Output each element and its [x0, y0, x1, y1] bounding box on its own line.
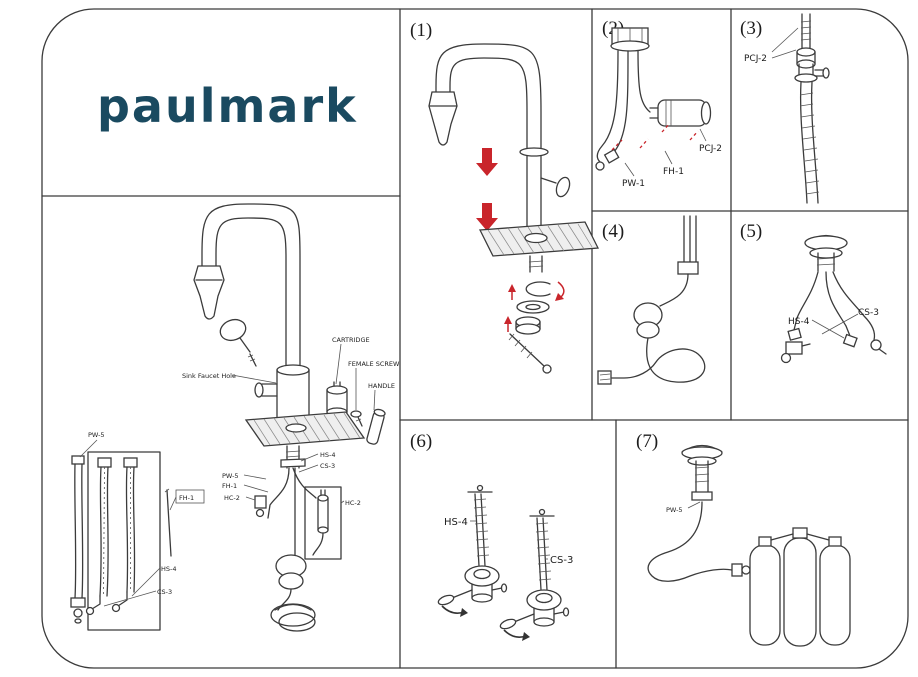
label-pcj2: PCJ-2: [744, 54, 767, 64]
panel-5-faucet-base: [804, 234, 848, 272]
panel-1-arrows: [476, 148, 498, 231]
label-cs3-mid: CS-3: [320, 462, 335, 470]
panel-7-hose: [647, 501, 751, 582]
label-fh1-mid: FH-1: [222, 482, 237, 490]
rotate-arrow-icon: [522, 632, 530, 641]
label-handle: HANDLE: [368, 382, 395, 390]
panel-6-valve-cs3: [499, 508, 570, 641]
label-sink-faucet-hole: Sink Faucet Hole: [182, 372, 236, 380]
panel-2-callouts: PW-1 FH-1 PCJ-2: [611, 122, 722, 189]
frame: [41, 8, 909, 669]
valve-lever: [437, 594, 455, 606]
hose-coil: [270, 603, 316, 632]
metal-washer: [516, 300, 550, 314]
panel-3-valve: [794, 13, 830, 204]
panel-5-number: (5): [740, 221, 762, 242]
panel-7-filter-unit: [749, 527, 851, 647]
filter-cylinder: [749, 544, 781, 646]
panel-7-faucet-base: [681, 444, 723, 501]
panel-3: (3): [740, 13, 830, 204]
label-pw5-mid: PW-5: [222, 472, 239, 480]
supply-hose-box: [70, 451, 172, 631]
pcj2-cartridge: [657, 99, 707, 127]
label-pcj2: PCJ-2: [699, 144, 722, 154]
label-hs4: HS-4: [788, 317, 810, 327]
wall-flange: [464, 565, 500, 587]
panel-2: (2) PW-1 FH-: [595, 18, 722, 189]
label-cs3: CS-3: [550, 555, 573, 566]
panel-1-number: (1): [410, 20, 432, 41]
label-cartridge: CARTRIDGE: [332, 336, 370, 344]
counter-slab: [244, 411, 366, 447]
panel-1-mounting-parts: [504, 281, 565, 374]
label-fh1-rod: FH-1: [179, 494, 194, 502]
panel-7: (7) PW-5: [636, 431, 851, 647]
down-arrow-icon: [476, 203, 498, 231]
panel-1-faucet: [428, 43, 571, 229]
slab-hatch: [253, 412, 361, 446]
up-arrow-icon: [504, 316, 512, 324]
filter-cylinder: [783, 537, 817, 647]
label-female-screw: FEMALE SCREW: [348, 360, 400, 368]
panel-4-number: (4): [602, 221, 624, 242]
filter-cylinder: [819, 544, 851, 646]
sink-hole: [285, 423, 307, 433]
label-hs4-mid: HS-4: [320, 451, 336, 459]
panel-5: (5) HS-4 CS-3: [740, 221, 887, 364]
wall-flange: [526, 589, 562, 611]
handle-part: [366, 408, 386, 445]
panel-3-number: (3): [740, 18, 762, 39]
handle-exploded: [219, 318, 257, 367]
panel-4: (4): [597, 215, 706, 385]
label-hc2-right: HC-2: [345, 499, 361, 507]
fh1-rod: [166, 489, 172, 557]
spray-head: [193, 265, 225, 320]
label-pw1: PW-1: [622, 179, 645, 189]
panel-5-callouts: HS-4 CS-3: [788, 308, 879, 339]
label-hs4: HS-4: [444, 517, 468, 528]
panel-7-callouts: PW-5: [666, 501, 701, 514]
panel-7-number: (7): [636, 431, 658, 452]
up-arrow-icon: [508, 284, 516, 292]
panel-6-callouts: HS-4 CS-3: [444, 517, 573, 566]
hc2-right-part: [304, 486, 342, 560]
label-pw5: PW-5: [666, 506, 683, 514]
sink-hole: [524, 232, 548, 244]
label-cs3: CS-3: [858, 308, 879, 318]
panel-1: (1): [410, 20, 600, 374]
mounting-bolt: [509, 333, 545, 367]
panel-5-hoses: [780, 271, 887, 364]
panel-3-callouts: PCJ-2: [744, 27, 799, 64]
panel-2-hoses: [595, 27, 712, 171]
brand-logo: paulmark: [97, 79, 358, 133]
hc2-left-part: [254, 495, 267, 518]
panel-6: (6): [410, 431, 573, 641]
label-hs4-hose: HS-4: [161, 565, 177, 573]
panel-6-number: (6): [410, 431, 432, 452]
rotate-arrow-icon: [460, 608, 468, 617]
under-counter: [254, 445, 342, 632]
panel-6-valve-hs4: [437, 484, 508, 617]
spray-head: [428, 91, 458, 146]
main-diagram-labels: Sink Faucet Hole CARTRIDGE FEMALE SCREW …: [79, 336, 400, 607]
rotate-arrow-icon: [555, 293, 564, 301]
female-screw-part: [350, 410, 363, 427]
label-fh1: FH-1: [663, 167, 684, 177]
valve-lever: [499, 618, 517, 630]
down-arrow-icon: [476, 148, 498, 176]
label-pw5-hose: PW-5: [88, 431, 105, 439]
cartridge-part: [326, 381, 348, 417]
rubber-washer: [525, 281, 551, 297]
label-cs3-hose: CS-3: [157, 588, 172, 596]
faucet-spout: [193, 203, 301, 371]
panel-1-counter: [478, 221, 600, 273]
main-diagram: Sink Faucet Hole CARTRIDGE FEMALE SCREW …: [70, 203, 400, 632]
label-hc2-left: HC-2: [224, 494, 240, 502]
outer-border: [41, 8, 909, 669]
panel-4-hose: [597, 215, 706, 385]
